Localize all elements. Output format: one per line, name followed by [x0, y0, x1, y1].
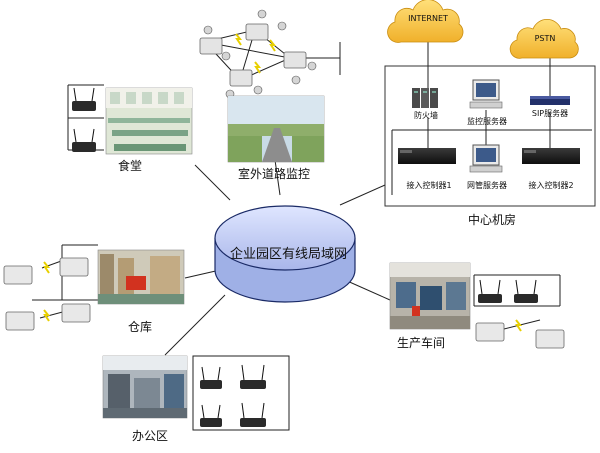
- link-canteen: [194, 164, 231, 201]
- workshop-label: 生产车间: [397, 336, 446, 350]
- access-controller-1-icon: [398, 148, 456, 164]
- ap-router-icon: [478, 279, 502, 303]
- pstn-label: PSTN: [534, 34, 556, 43]
- ap-box-icon: [475, 322, 565, 349]
- road-label: 室外道路监控: [238, 167, 311, 181]
- controller1-label: 接入控制器1: [406, 181, 452, 190]
- ap-router-icon: [200, 366, 222, 389]
- ap-box-icon: [3, 257, 91, 331]
- sip-server-label: SIP服务器: [531, 109, 569, 118]
- office-photo: [102, 355, 188, 419]
- internet-cloud: [387, 0, 464, 43]
- workshop-photo: [389, 262, 471, 330]
- central-lan-disk: [214, 205, 356, 303]
- canteen-group: [67, 84, 193, 155]
- warehouse-group: [3, 244, 185, 331]
- controller2-label: 接入控制器2: [528, 181, 574, 190]
- canteen-label: 食堂: [118, 159, 143, 173]
- nms-server-icon: [469, 144, 503, 173]
- road-photo: [227, 95, 325, 163]
- firewall-label: 防火墙: [414, 111, 438, 120]
- link-workshop: [344, 279, 391, 301]
- warehouse-photo: [97, 249, 185, 305]
- internet-label: INTERNET: [408, 14, 448, 23]
- office-group: [102, 355, 290, 431]
- link-office: [164, 294, 226, 356]
- center-label: 企业园区有线局域网: [230, 247, 348, 262]
- ap-box-icon: [199, 23, 307, 87]
- sip-server-icon: [530, 96, 570, 105]
- link-datacenter: [339, 184, 386, 206]
- ap-router-icon: [72, 128, 96, 152]
- ap-router-icon: [72, 87, 96, 111]
- office-label: 办公区: [132, 429, 169, 443]
- link-warehouse: [184, 269, 221, 279]
- warehouse-label: 仓库: [128, 320, 153, 334]
- road-camera-group: [199, 9, 341, 163]
- pstn-cloud: [509, 18, 579, 59]
- workshop-group: [389, 262, 565, 349]
- access-controller-2-icon: [522, 148, 580, 164]
- connection-lines: [164, 159, 391, 356]
- canteen-photo: [105, 87, 193, 155]
- monitor-server-label: 监控服务器: [467, 117, 507, 126]
- ap-router-icon: [240, 364, 266, 389]
- ap-router-icon: [514, 279, 538, 303]
- datacenter-label: 中心机房: [468, 213, 517, 227]
- ap-router-icon: [200, 404, 222, 427]
- nms-server-label: 网管服务器: [467, 181, 507, 190]
- link-road: [274, 159, 281, 196]
- ap-router-icon: [240, 402, 266, 427]
- monitor-server-icon: [469, 79, 503, 109]
- firewall-icon: [412, 88, 438, 108]
- datacenter-group: [384, 0, 596, 207]
